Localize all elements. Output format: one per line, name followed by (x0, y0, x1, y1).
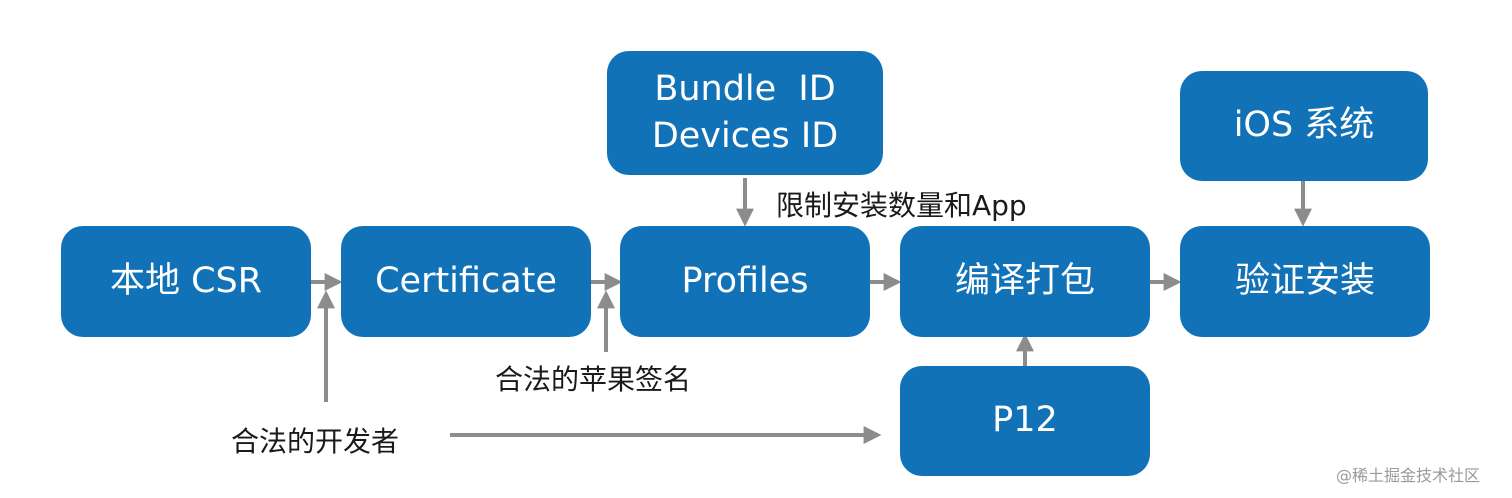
watermark: @稀土掘金技术社区 (1336, 466, 1481, 485)
ios-system-text: iOS 系统 (1233, 105, 1375, 146)
profiles-text: Profiles (681, 260, 809, 301)
bundle-id-text: Bundle ID (654, 68, 836, 109)
certificate-text: Certificate (375, 260, 557, 301)
node-bundle-devices-id: Bundle ID Devices ID (607, 51, 883, 175)
label-limit-install: 限制安装数量和App (776, 189, 1027, 222)
node-verify-install: 验证安装 (1180, 226, 1430, 337)
node-ios-system: iOS 系统 (1180, 71, 1428, 181)
verify-text: 验证安装 (1234, 260, 1375, 301)
node-p12: P12 (900, 366, 1150, 476)
label-apple-signature: 合法的苹果签名 (495, 363, 692, 396)
node-profiles: Profiles (620, 226, 870, 337)
node-certificate: Certificate (341, 226, 591, 337)
node-local-csr: 本地 CSR (61, 226, 311, 337)
node-compile-package: 编译打包 (900, 226, 1150, 337)
label-developer: 合法的开发者 (231, 425, 400, 458)
devices-id-text: Devices ID (651, 116, 839, 156)
csr-text: 本地 CSR (109, 260, 263, 301)
p12-text: P12 (992, 400, 1058, 441)
compile-text: 编译打包 (954, 260, 1095, 301)
